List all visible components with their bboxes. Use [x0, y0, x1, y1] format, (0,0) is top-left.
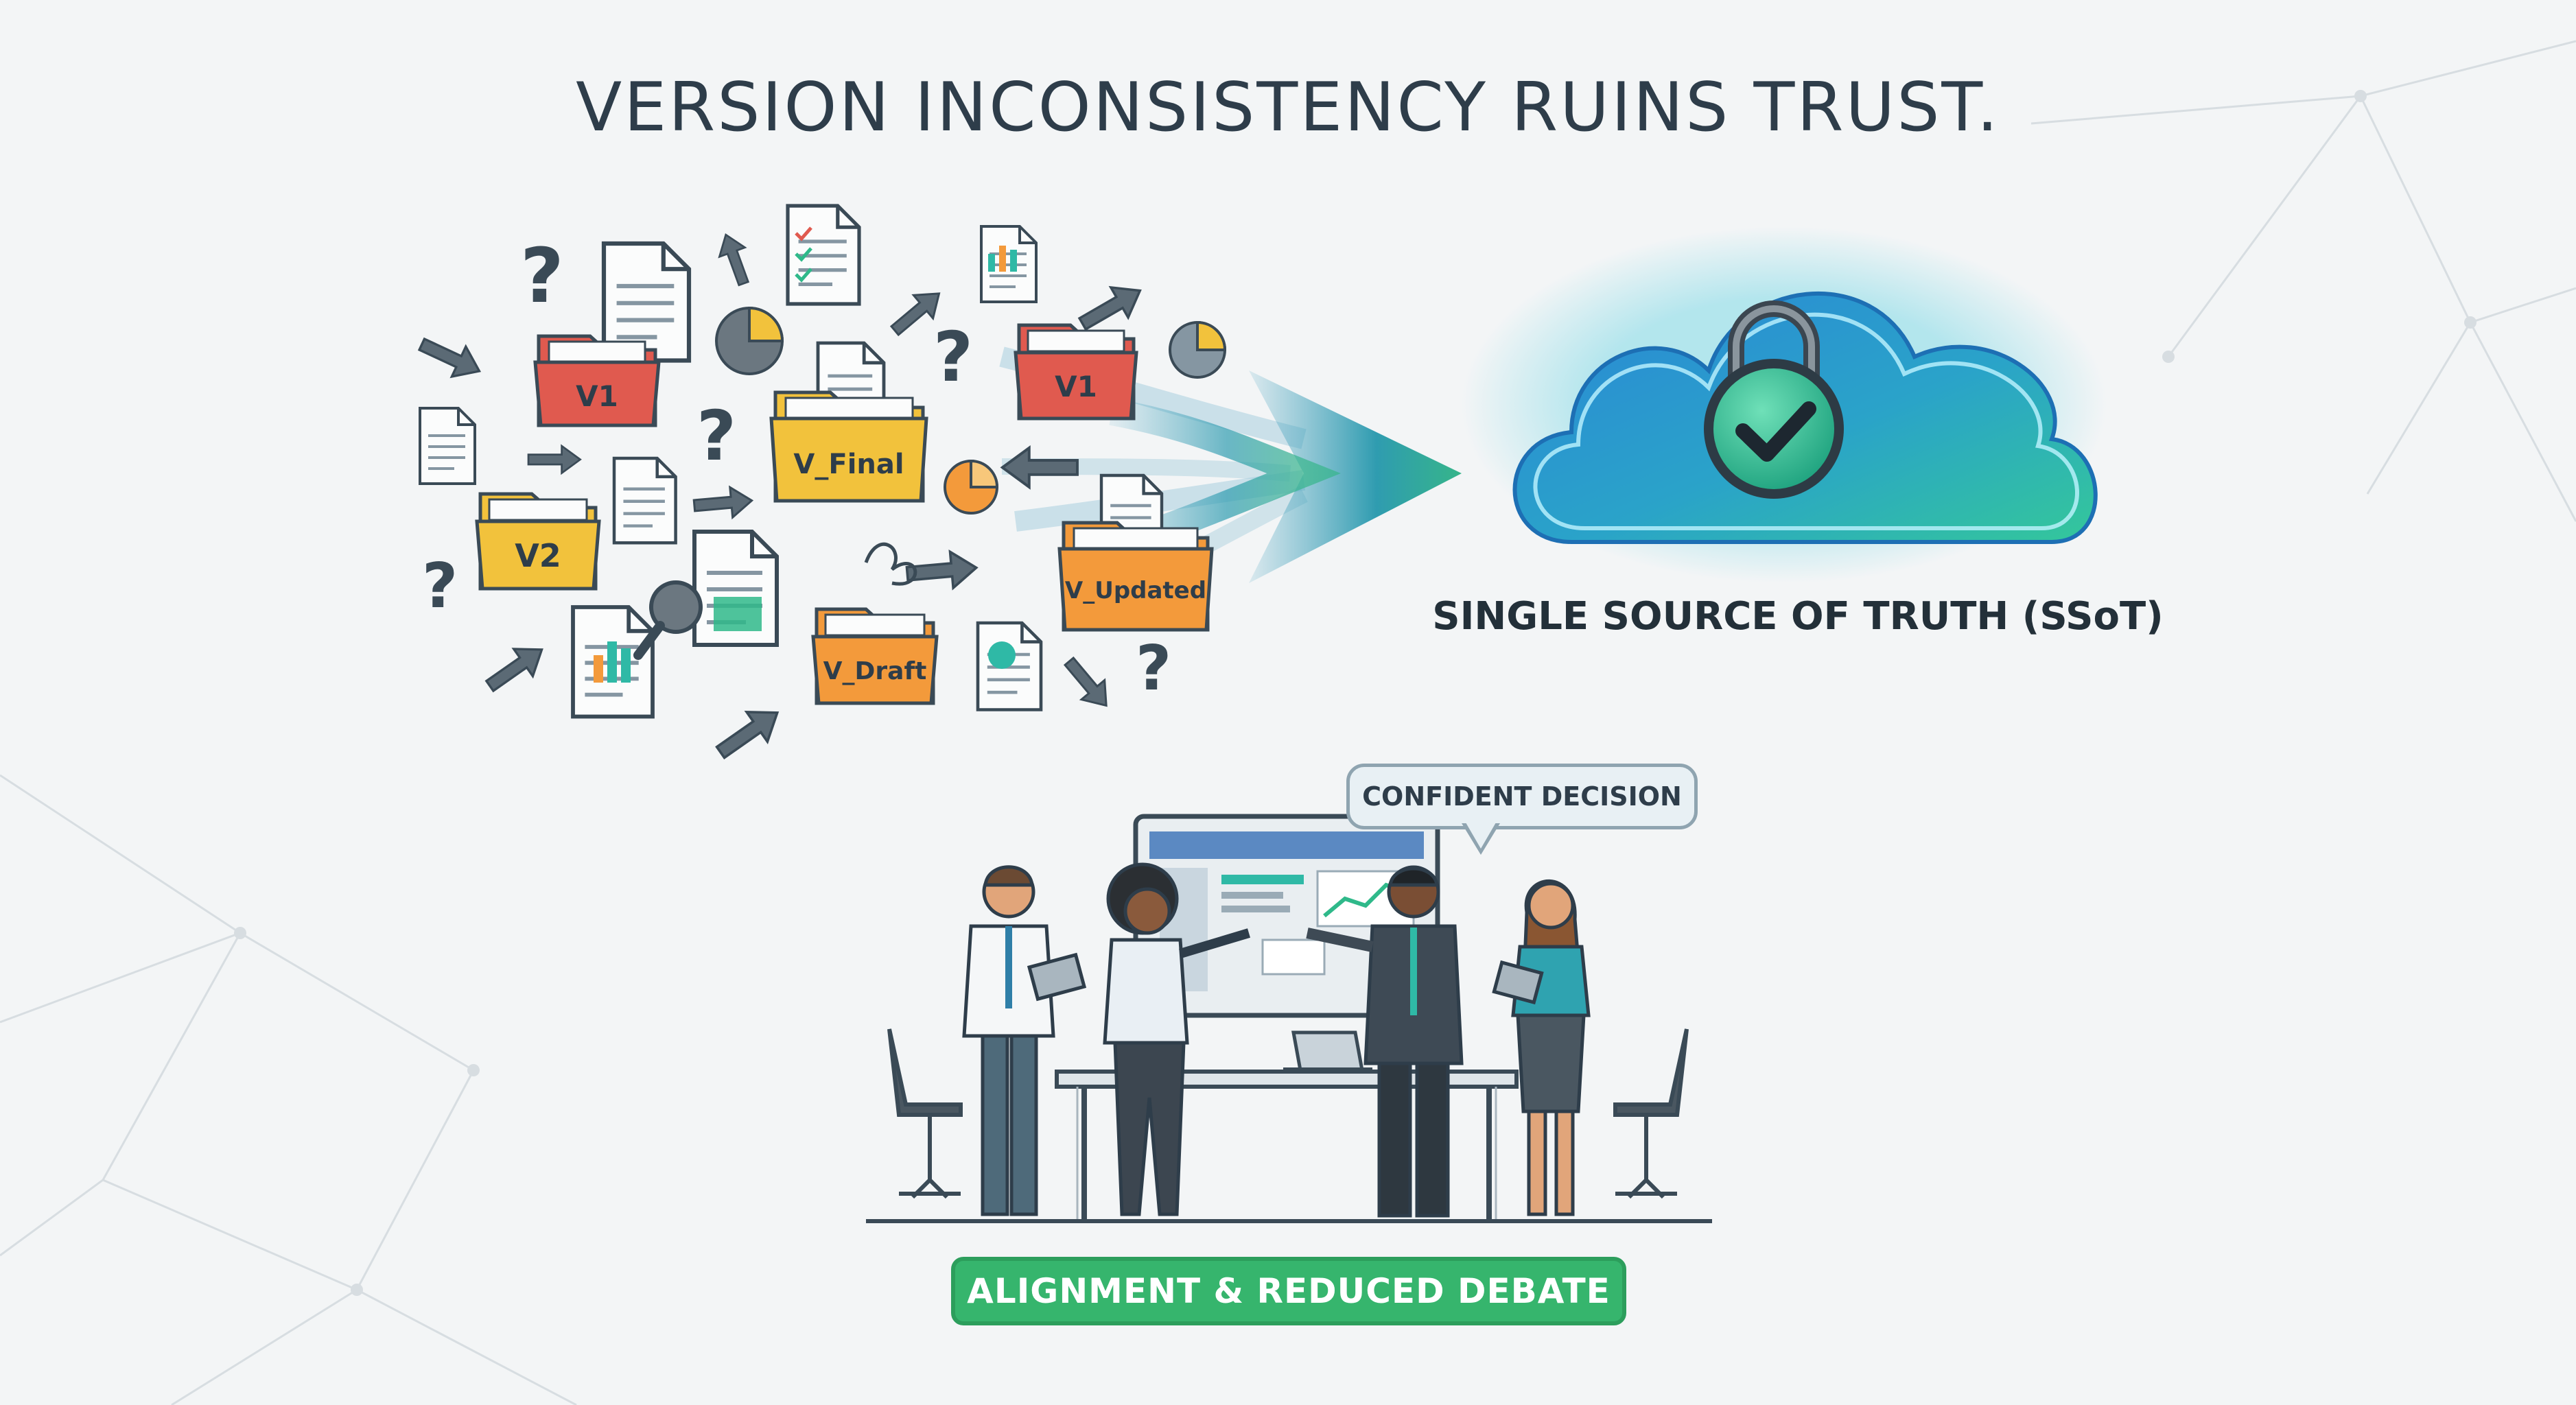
- folder-v1-left: V1: [533, 334, 661, 427]
- magnifier-icon: [633, 580, 703, 660]
- chart-accents: [594, 246, 1017, 683]
- folder-v-final: V_Final: [769, 390, 928, 503]
- lock-icon: [1704, 300, 1844, 499]
- alignment-banner-text: ALIGNMENT & REDUCED DEBATE: [967, 1271, 1611, 1311]
- svg-text:?: ?: [933, 317, 973, 397]
- squiggle-icon: [864, 542, 917, 586]
- folder-label: V_Draft: [823, 657, 927, 685]
- folder-label: V1: [1055, 370, 1097, 403]
- question-marks: ? ? ? ? ?: [422, 232, 1171, 705]
- person-3: [1306, 865, 1464, 1218]
- laptop-icon: [1283, 1030, 1372, 1073]
- person-1: [962, 865, 1087, 1216]
- page-title: VERSION INCONSISTENCY RUINS TRUST.: [576, 69, 2000, 147]
- folder-label: V_Updated: [1065, 577, 1206, 604]
- person-2: [1103, 862, 1251, 1216]
- svg-text:?: ?: [422, 550, 458, 622]
- svg-text:?: ?: [520, 232, 564, 320]
- alignment-banner: ALIGNMENT & REDUCED DEBATE: [951, 1257, 1626, 1325]
- ssot-label: SINGLE SOURCE OF TRUTH (SSoT): [1432, 594, 2164, 639]
- display-monitor: [1133, 814, 1440, 1018]
- folder-v1-right: V1: [1014, 323, 1138, 421]
- check-icon: [1735, 401, 1816, 462]
- speech-bubble-text: CONFIDENT DECISION: [1362, 781, 1682, 812]
- folder-v-updated: V_Updated: [1057, 521, 1214, 632]
- background-mesh: [0, 40, 2576, 1405]
- folder-label: V1: [576, 379, 618, 413]
- speech-bubble: CONFIDENT DECISION: [1346, 764, 1698, 829]
- svg-text:?: ?: [696, 396, 736, 476]
- chair-left: [887, 1028, 963, 1199]
- folder-label: V2: [515, 537, 561, 574]
- pie-chart-icons: [715, 306, 1227, 515]
- background-mesh-nodes: [234, 90, 2477, 1296]
- folder-v-draft: V_Draft: [811, 607, 939, 705]
- folder-v2: V2: [475, 492, 601, 591]
- person-4: [1492, 879, 1591, 1216]
- speech-bubble-tail-fill: [1466, 823, 1496, 849]
- svg-text:?: ?: [1136, 633, 1171, 705]
- folder-label: V_Final: [793, 449, 904, 480]
- chair-right: [1613, 1028, 1689, 1199]
- checklist-icon: [795, 226, 812, 283]
